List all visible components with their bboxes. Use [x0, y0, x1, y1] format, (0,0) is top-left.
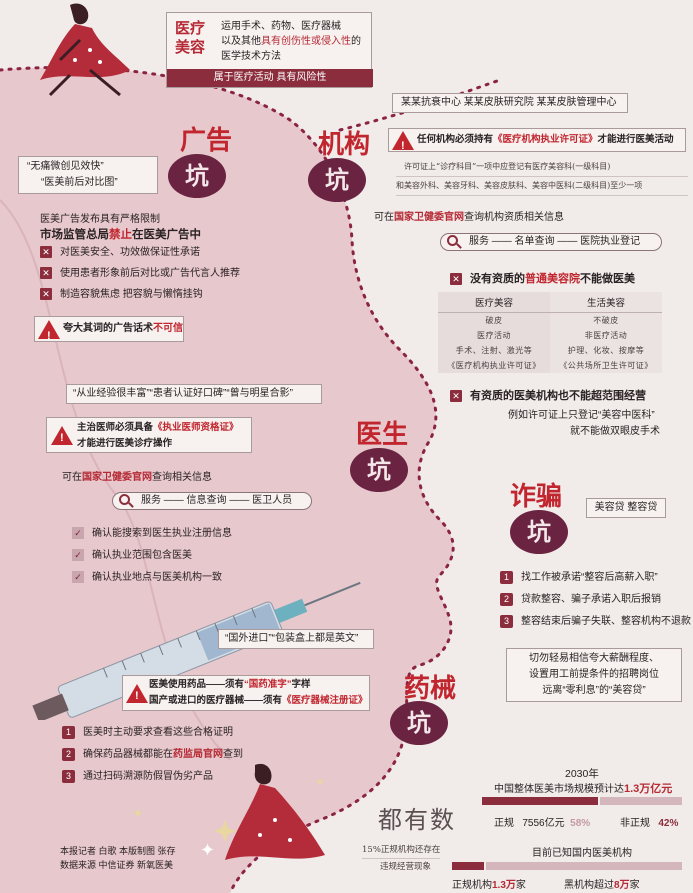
market-bar-legit — [482, 797, 598, 805]
doctor-check-item: ✓确认能搜索到医生执业注册信息 — [72, 527, 232, 541]
drugs-title: 药械 — [404, 674, 457, 704]
ads-ban-list: ✕对医美安全、功效做保证性承诺 ✕使用患者形象前后对比或广告代言人推荐 ✕制造容… — [40, 246, 240, 302]
stats-illegit-row: 非正规 42% — [620, 818, 679, 829]
search-icon — [447, 235, 458, 246]
ads-warning: ! 夸大其词的广告话术不可信 — [34, 316, 184, 342]
table-row: 医疗活动非医疗活动 — [438, 328, 662, 343]
sparkle-icon: ✦ — [315, 775, 326, 789]
table-header: 生活美容 — [550, 292, 662, 313]
stats-market: 中国整体医美市场规模预计达1.3万亿元 — [494, 783, 673, 795]
ads-pit-badge: 坑 — [168, 154, 226, 198]
fraud-advice-box: 切勿轻易相信夸大薪酬程度、 设置用工前提条件的招聘岗位 远离“零利息”的“美容贷… — [506, 648, 682, 702]
ads-rule-text: 医美广告发布具有严格限制 — [40, 214, 160, 225]
drugs-quote-box: “国外进口”“包装盒上都是英文” — [218, 629, 374, 649]
running-woman-illustration-bottom — [215, 763, 325, 860]
intro-def-line1: 运用手术、药物、医疗器械 — [221, 21, 341, 32]
intro-definition: 运用手术、药物、医疗器械 以及其他具有创伤性或侵入性的 医学技术方法 — [221, 19, 361, 64]
stats-year: 2030年 — [565, 768, 599, 780]
institution-names-box: 某某抗衰中心 某某皮肤研究院 某某皮肤管理中心 — [392, 93, 628, 113]
intro-term-line1: 医疗 — [175, 20, 206, 37]
beauty-comparison-table: 医疗美容 生活美容 破皮不破皮 医疗活动非医疗活动 手术、注射、激光等护理、化妆… — [438, 292, 662, 373]
check-icon: ✓ — [72, 549, 84, 562]
institution-query: 可在国家卫健委官网查询机构资质相关信息 — [374, 212, 564, 223]
fraud-title: 诈骗 — [510, 482, 563, 512]
intro-term-line2: 美容 — [175, 39, 206, 56]
ads-ban-item: ✕制造容貌焦虑 把容貌与懒惰挂钩 — [40, 288, 240, 302]
ads-quote1: “无痛微创见效快” — [27, 161, 104, 172]
institution-example: 例如许可证上只登记“美容中医科” 就不能做双眼皮手术 — [508, 410, 660, 437]
credits: 本报记者 白歌 本版制图 张存 数据来源 中信证券 新氧医美 — [60, 846, 176, 870]
intro-term: 医疗 美容 — [175, 19, 205, 57]
ads-ban-line: 市场监管总局禁止在医美广告中 — [40, 229, 201, 241]
table-row: 《医疗机构执业许可证》《公共场所卫生许可证》 — [438, 358, 662, 373]
drugs-warning: ! 医美使用药品——须有“国药准字”字样 国产或进口的医疗器械——须有《医疗器械… — [122, 675, 370, 711]
brand-logo: 都有数 — [378, 806, 456, 834]
table-header: 医疗美容 — [438, 292, 550, 313]
intro-definition-box: 医疗 美容 运用手术、药物、医疗器械 以及其他具有创伤性或侵入性的 医学技术方法… — [166, 12, 373, 88]
x-icon: ✕ — [40, 246, 52, 259]
institution-warning: ! 任何机构必须持有《医疗机构执业许可证》才能进行医美活动 — [388, 128, 686, 152]
doctor-search-path: 服务 —— 信息查询 —— 医卫人员 — [112, 492, 312, 510]
doctor-quote-box: “从业经验很丰富”“患者认证好口碑”“曾与明星合影” — [66, 384, 322, 404]
ads-ban-item: ✕对医美安全、功效做保证性承诺 — [40, 246, 240, 260]
intro-def-line3: 医学技术方法 — [221, 51, 281, 62]
running-woman-illustration — [40, 3, 130, 97]
institution-overreach: ✕有资质的医美机构也不能超范围经营 — [450, 387, 646, 403]
license-note-line2: 和美容外科、美容牙科、美容皮肤科、美容中医科(二级科目)至少一项 — [396, 177, 688, 196]
warning-icon: ! — [126, 684, 148, 703]
warning-icon: ! — [51, 426, 73, 445]
ads-quote-box: “无痛微创见效快” “医美前后对比图” — [18, 156, 158, 194]
stats-legit-row: 正规 7556亿元 58% — [494, 818, 591, 829]
search-icon — [119, 494, 130, 505]
stats-inst-title: 目前已知国内医美机构 — [532, 848, 632, 859]
x-icon: ✕ — [450, 273, 462, 286]
sparkle-icon: ✦ — [132, 805, 144, 821]
warning-icon: ! — [38, 320, 60, 342]
institution-license-note: 许可证上“诊疗科目”一项中应登记有医疗美容科(一级科目) 和美容外科、美容牙科、… — [396, 158, 688, 196]
ads-title: 广告 — [180, 126, 233, 156]
fraud-tags: 美容贷 整容贷 — [586, 498, 666, 518]
institution-title: 机构 — [318, 130, 371, 160]
doctor-title: 医生 — [356, 420, 409, 450]
intro-def-line2: 以及其他具有创伤性或侵入性的 — [221, 36, 361, 47]
doctor-warning: ! 主治医师必须具备《执业医师资格证》 才能进行医美诊疗操作 — [46, 417, 252, 453]
x-icon: ✕ — [450, 390, 462, 403]
warning-icon: ! — [392, 131, 414, 152]
institution-pit-badge: 坑 — [308, 158, 366, 202]
inst-bar-legit — [452, 862, 484, 870]
table-row: 手术、注射、激光等护理、化妆、按摩等 — [438, 343, 662, 358]
drugs-pit-badge: 坑 — [390, 701, 448, 745]
ads-ban-item: ✕使用患者形象前后对比或广告代言人推荐 — [40, 267, 240, 281]
inst-bar-black — [486, 862, 682, 870]
check-icon: ✓ — [72, 571, 84, 584]
intro-tag: 属于医疗活动 具有风险性 — [167, 69, 373, 87]
doctor-checklist: ✓确认能搜索到医生执业注册信息 ✓确认执业范围包含医美 ✓确认执业地点与医美机构… — [72, 527, 232, 585]
doctor-check-item: ✓确认执业地点与医美机构一致 — [72, 571, 232, 585]
stats-inst-black: 黑机构超过8万家 — [564, 880, 640, 891]
x-icon: ✕ — [40, 267, 52, 280]
stats-note: 15%正规机构还存在 违规经营现象 — [362, 842, 441, 875]
x-icon: ✕ — [40, 288, 52, 301]
license-note-line1: 许可证上“诊疗科目”一项中应登记有医疗美容科(一级科目) — [396, 158, 688, 177]
institution-no-qual: ✕没有资质的普通美容院不能做医美 — [450, 270, 635, 286]
market-bar-illegit — [600, 797, 682, 805]
stats-inst-legit: 正规机构1.3万家 — [452, 880, 526, 891]
check-icon: ✓ — [72, 527, 84, 540]
institution-search-path: 服务 —— 名单查询 —— 医院执业登记 — [440, 233, 662, 251]
doctor-check-item: ✓确认执业范围包含医美 — [72, 549, 232, 563]
ads-quote2: “医美前后对比图” — [41, 177, 118, 188]
doctor-query: 可在国家卫健委官网查询相关信息 — [62, 472, 212, 483]
sparkle-icon: ✦ — [200, 840, 216, 860]
table-row: 破皮不破皮 — [438, 312, 662, 328]
fraud-pit-badge: 坑 — [510, 510, 568, 554]
doctor-pit-badge: 坑 — [350, 448, 408, 492]
